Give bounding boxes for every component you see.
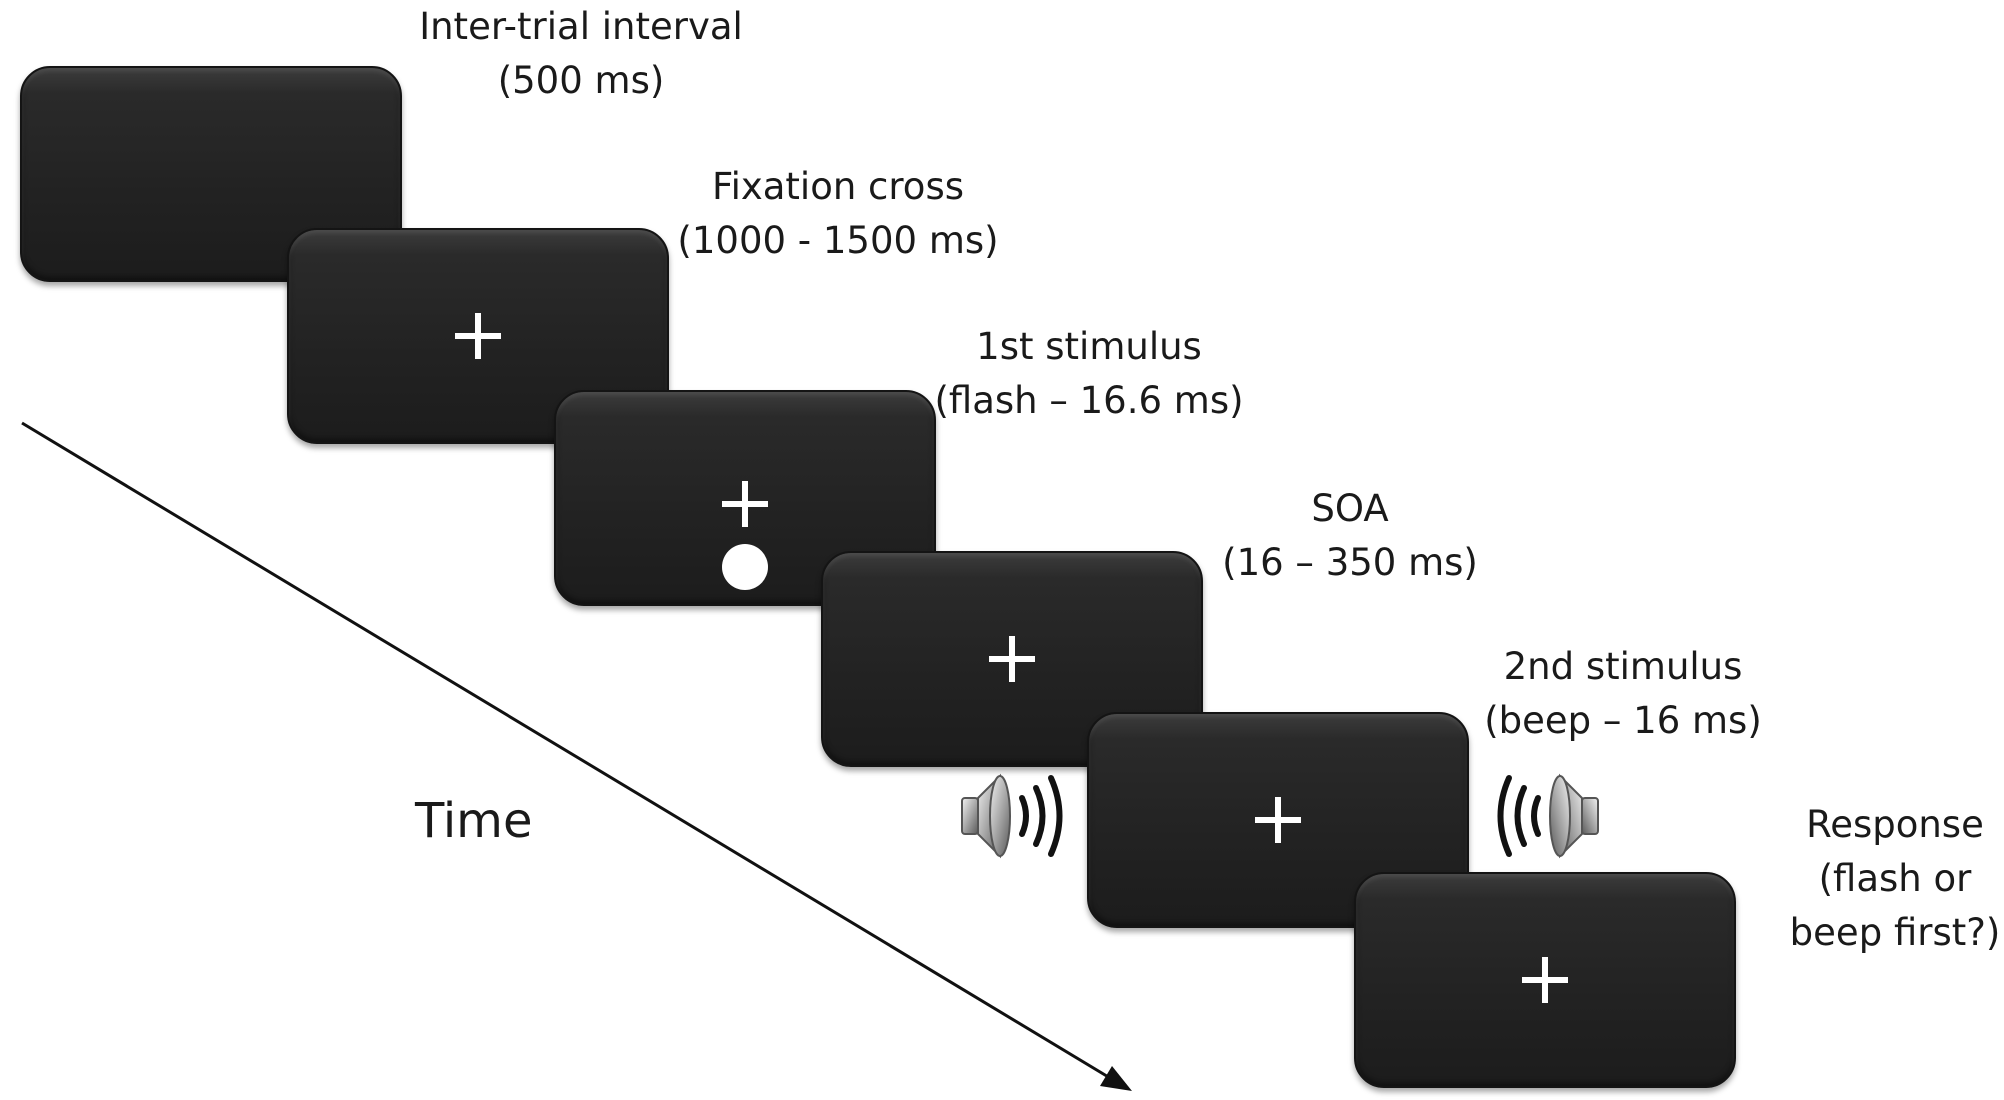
step-label-inter-trial-interval: Inter-trial interval (500 ms) (419, 0, 743, 108)
speaker-icon (961, 773, 1063, 859)
step-detail: (flash – 16.6 ms) (934, 379, 1244, 422)
screen-soa (821, 551, 1203, 767)
step-detail: (16 – 350 ms) (1222, 541, 1478, 584)
plus-icon (989, 636, 1035, 682)
step-label-second-stimulus: 2nd stimulus (beep – 16 ms) (1484, 640, 1762, 748)
step-title: Response (1806, 803, 1984, 846)
screen-response (1354, 872, 1736, 1088)
plus-icon (1255, 797, 1301, 843)
step-title: SOA (1311, 487, 1389, 530)
time-axis-label: Time (415, 793, 533, 849)
step-title: 2nd stimulus (1503, 645, 1743, 688)
step-detail: (500 ms) (497, 59, 665, 102)
plus-icon (455, 313, 501, 359)
plus-icon (722, 481, 768, 527)
step-label-fixation-cross: Fixation cross (1000 - 1500 ms) (677, 160, 998, 268)
step-detail: (1000 - 1500 ms) (677, 219, 999, 262)
white-circle-icon (722, 544, 768, 590)
step-label-response: Response (flash or beep first?) (1790, 798, 2001, 960)
step-detail: (flash or (1818, 857, 1972, 900)
step-title: Fixation cross (711, 165, 964, 208)
step-label-first-stimulus: 1st stimulus (flash – 16.6 ms) (934, 320, 1243, 428)
step-title: 1st stimulus (976, 325, 1202, 368)
step-detail: beep first?) (1789, 911, 2001, 954)
step-detail: (beep – 16 ms) (1484, 699, 1762, 742)
speaker-icon (1497, 773, 1599, 859)
step-title: Inter-trial interval (419, 5, 743, 48)
plus-icon (1522, 957, 1568, 1003)
step-label-soa: SOA (16 – 350 ms) (1222, 482, 1478, 590)
